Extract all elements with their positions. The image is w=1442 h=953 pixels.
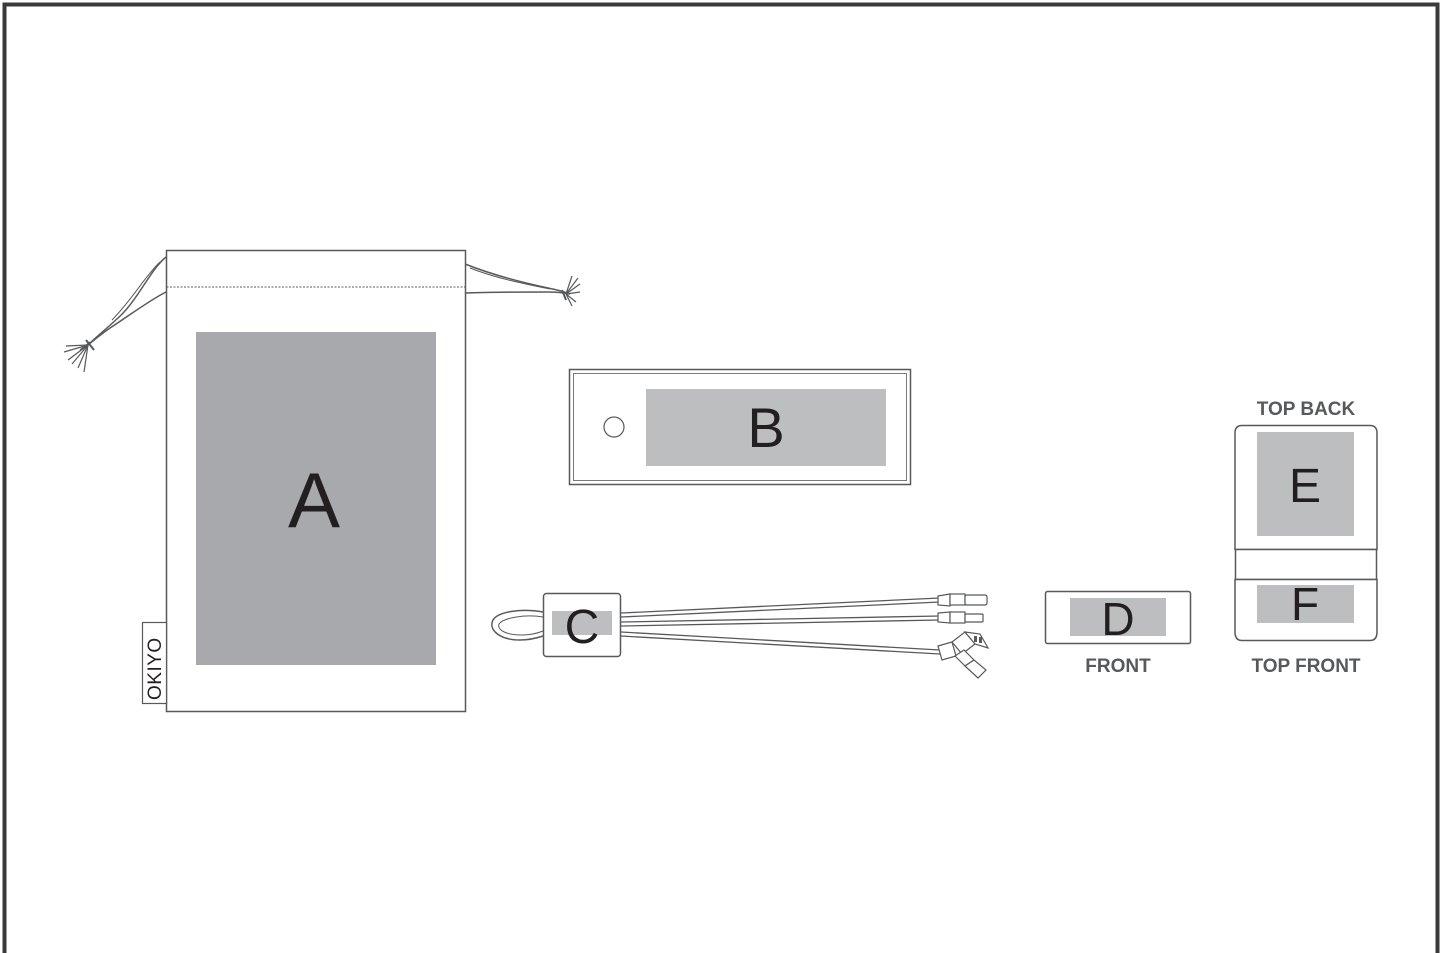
print-area-e [1257, 432, 1354, 536]
print-area-f-label: F [1291, 578, 1319, 630]
micro-usb-connector-icon [937, 611, 984, 624]
print-area-c [552, 611, 612, 635]
print-area-a [196, 332, 436, 665]
top-front-caption: TOP FRONT [1251, 656, 1360, 677]
top-back-caption: TOP BACK [1257, 399, 1356, 420]
brand-tag-text: OKIYO [145, 637, 166, 700]
print-area-a-label: A [288, 456, 340, 544]
drawstring-pouch: A OKIYO [63, 249, 581, 713]
charging-cable: C [491, 592, 990, 679]
usb-connector-icon [937, 631, 990, 679]
lightning-connector-icon [937, 593, 988, 607]
print-area-b-label: B [747, 396, 784, 459]
print-area-c-label: C [565, 601, 600, 654]
print-area-b [646, 389, 886, 466]
brand-tag [141, 621, 168, 705]
print-area-e-label: E [1289, 460, 1321, 513]
print-area-d [1070, 598, 1166, 636]
print-area-d-label: D [1101, 593, 1134, 645]
front-caption: FRONT [1085, 656, 1151, 677]
top-views: TOP BACK E F TOP FRONT [1234, 399, 1378, 677]
key-ring-hole-icon [603, 416, 625, 438]
print-area-f [1257, 585, 1354, 623]
key-tag: B [568, 368, 912, 486]
hinge [1234, 548, 1378, 581]
front-view: D FRONT [1044, 590, 1192, 677]
left-cord-tassel-icon [63, 339, 95, 373]
right-cord-tassel-icon [561, 275, 581, 307]
